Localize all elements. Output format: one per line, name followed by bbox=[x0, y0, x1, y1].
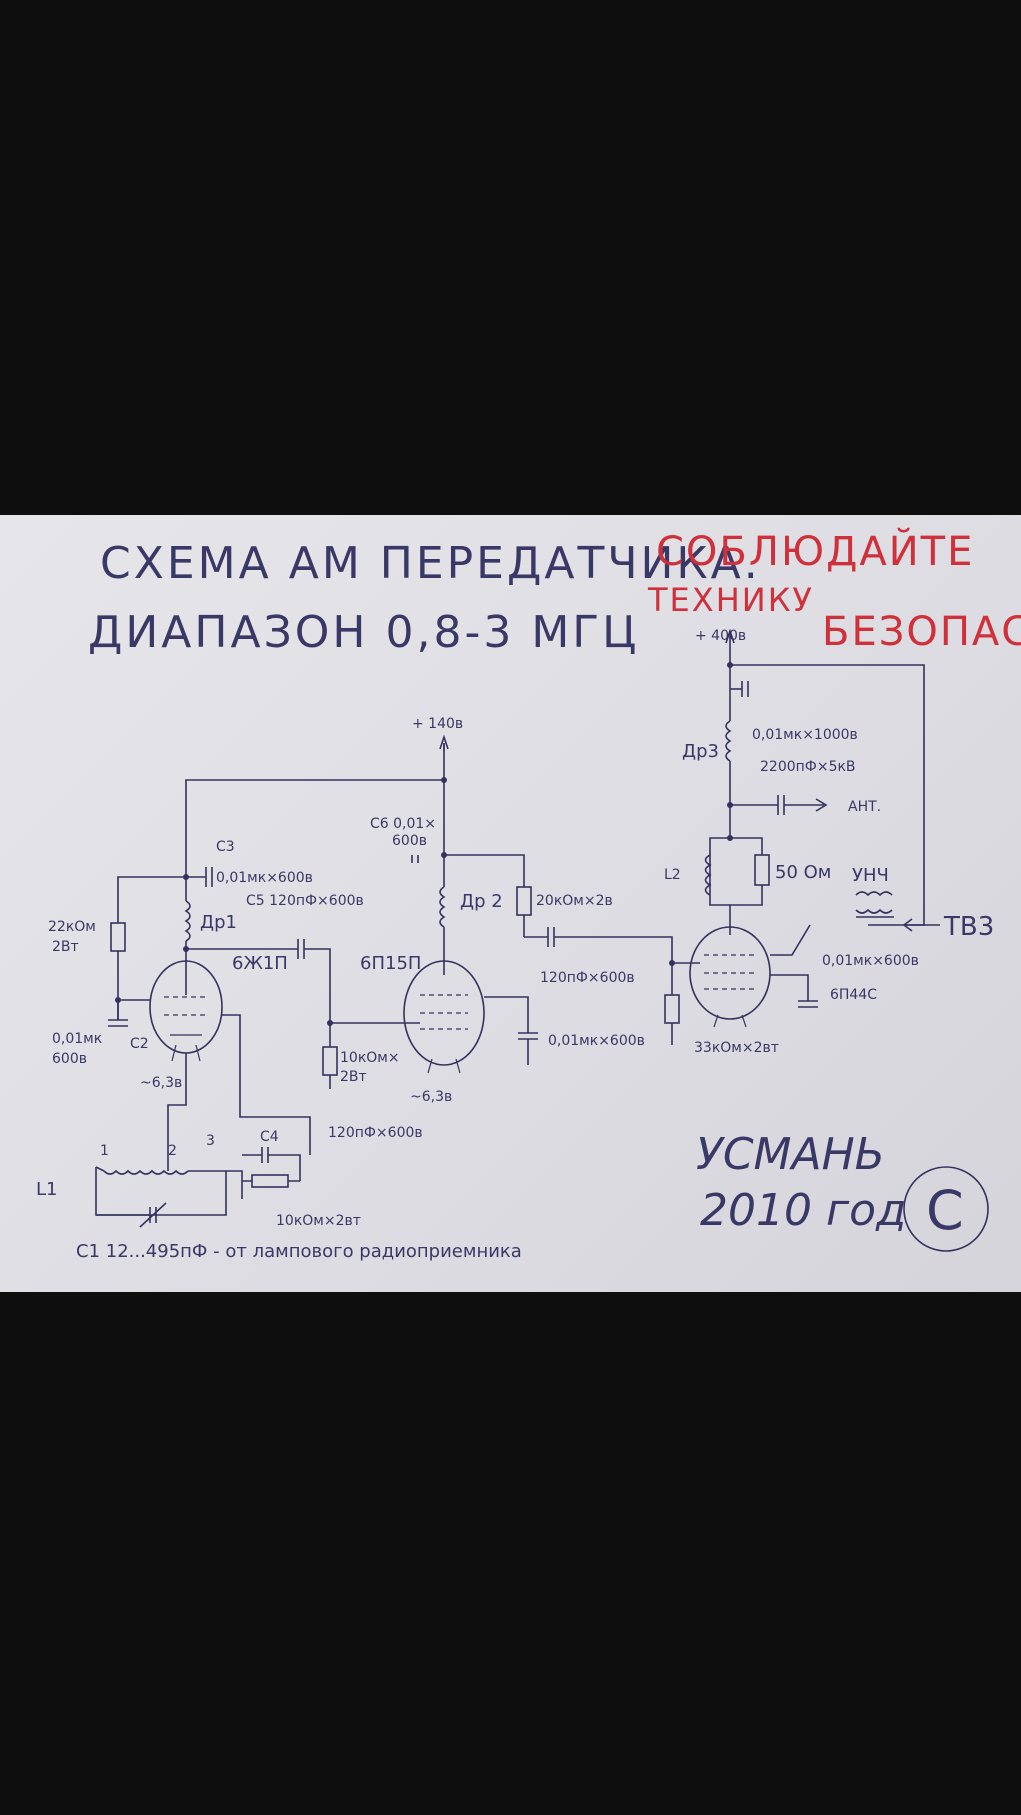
dr3-choke bbox=[725, 720, 732, 762]
schematic-svg: СХЕМА АМ ПЕРЕДАТЧИКА. ДИАПАЗОН 0,8-3 МГЦ… bbox=[36, 527, 1021, 1262]
c3-value: 0,01мк×600в bbox=[216, 870, 313, 886]
r10k-a-resistor bbox=[322, 1046, 338, 1076]
c4-value: 120пФ×600в bbox=[328, 1125, 423, 1141]
signature-year: 2010 год bbox=[700, 1185, 906, 1236]
tube2-envelope bbox=[403, 960, 485, 1066]
copyright-letter: C bbox=[926, 1179, 964, 1242]
tube1-label: 6Ж1П bbox=[232, 953, 288, 974]
r20k-label: 20кОм×2в bbox=[536, 893, 613, 909]
supply-140v-label: + 140в bbox=[412, 716, 463, 732]
r10k-b-resistor bbox=[251, 1174, 289, 1188]
tube3-label: 6П44С bbox=[830, 987, 877, 1003]
c6-voltage: 600в bbox=[392, 833, 427, 849]
tap3-label: 3 bbox=[206, 1133, 215, 1149]
dr2-choke bbox=[439, 886, 446, 928]
dr1-label: Др1 bbox=[200, 912, 237, 933]
tube3-envelope bbox=[689, 926, 771, 1020]
r22k-resistor bbox=[110, 922, 126, 952]
r22k-power: 2Вт bbox=[52, 939, 79, 955]
c2-value: 0,01мк bbox=[52, 1031, 102, 1047]
l1-coil bbox=[103, 1169, 189, 1175]
c001-mid-label: 0,01мк×600в bbox=[548, 1033, 645, 1049]
heater1-label: ~6,3в bbox=[140, 1075, 182, 1091]
c120-label: 120пФ×600в bbox=[540, 970, 635, 986]
title-line1: СХЕМА АМ ПЕРЕДАТЧИКА. bbox=[100, 538, 761, 589]
l2-label: L2 bbox=[664, 867, 681, 883]
r22k-label: 22кОм bbox=[48, 919, 96, 935]
tap2-label: 2 bbox=[168, 1143, 177, 1159]
dr2-label: Др 2 bbox=[460, 891, 503, 912]
dr1-choke bbox=[184, 900, 191, 942]
r33k-resistor bbox=[664, 994, 680, 1024]
c5-label: С5 120пФ×600в bbox=[246, 893, 364, 909]
schematic-sheet: СХЕМА АМ ПЕРЕДАТЧИКА. ДИАПАЗОН 0,8-3 МГЦ… bbox=[0, 515, 1021, 1292]
c001-600-right-label: 0,01мк×600в bbox=[822, 953, 919, 969]
r50-label: 50 Ом bbox=[775, 862, 831, 883]
r10k-a-power: 2Вт bbox=[340, 1069, 367, 1085]
tv3-label: ТВ3 bbox=[943, 912, 994, 942]
c2-voltage: 600в bbox=[52, 1051, 87, 1067]
title-line2: ДИАПАЗОН 0,8-3 МГЦ bbox=[88, 607, 639, 658]
c6-label: С6 0,01× bbox=[370, 816, 436, 832]
ant-label: АНТ. bbox=[848, 799, 881, 815]
heater2-label: ~6,3в bbox=[410, 1089, 452, 1105]
supply-400v-label: + 400в bbox=[695, 628, 746, 644]
c2-label: С2 bbox=[130, 1036, 149, 1052]
c001-1000-label: 0,01мк×1000в bbox=[752, 727, 858, 743]
l2-coil bbox=[704, 854, 712, 896]
r20k-resistor bbox=[516, 886, 532, 916]
warning-line2: ТЕХНИКУ bbox=[647, 581, 814, 619]
c4-label: С4 bbox=[260, 1129, 279, 1145]
tap1-label: 1 bbox=[100, 1143, 109, 1159]
r50-resistor bbox=[754, 854, 770, 886]
l1-label: L1 bbox=[36, 1179, 57, 1200]
warning-line1: СОБЛЮДАЙТЕ bbox=[656, 527, 974, 575]
r10k-b-label: 10кОм×2вт bbox=[276, 1213, 361, 1229]
r33k-label: 33кОм×2вт bbox=[694, 1040, 779, 1056]
copyright-circle bbox=[903, 1166, 989, 1252]
c1-note: С1 12...495пФ - от лампового радиоприемн… bbox=[76, 1241, 522, 1262]
signature-city: УСМАНЬ bbox=[696, 1129, 885, 1180]
r10k-a-label: 10кОм× bbox=[340, 1050, 400, 1066]
dr3-label: Др3 bbox=[682, 741, 719, 762]
warning-line3: БЕЗОПАС bbox=[822, 609, 1021, 655]
unch-label: УНЧ bbox=[852, 865, 889, 886]
c2200-label: 2200пФ×5кВ bbox=[760, 759, 856, 775]
tube2-label: 6П15П bbox=[360, 953, 421, 974]
c3-label: С3 bbox=[216, 839, 235, 855]
